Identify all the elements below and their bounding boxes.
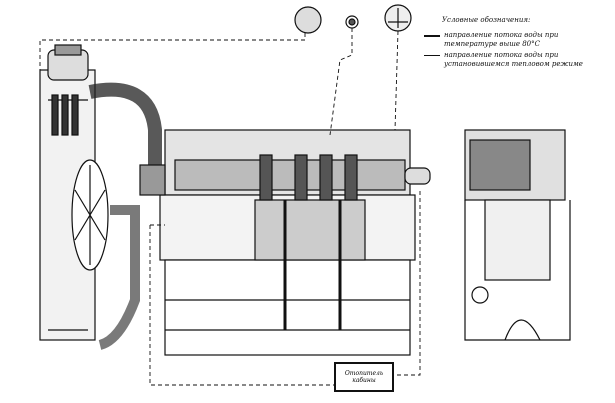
legend-item-label: направление потока воды при установившем… (444, 51, 583, 68)
temperature-gauge (294, 6, 322, 34)
thermostat-gauge (384, 4, 412, 32)
legend-item: направление потока воды при установившем… (422, 51, 612, 69)
legend-title: Условные обозначения: (442, 16, 531, 24)
dashed-connections (39, 28, 421, 386)
legend-item: направление потока воды при температуре … (422, 31, 612, 49)
legend-item-label: направление потока воды при температуре … (444, 31, 559, 48)
legend: Условные обозначения: направление потока… (422, 16, 612, 71)
engine-block-side (139, 129, 431, 356)
solid-arrow-icon (422, 31, 444, 40)
thin-arrow-icon (422, 51, 444, 60)
cab-heater-box: Отопитель кабины (334, 362, 394, 392)
upper-hose (88, 82, 162, 180)
lower-hose (98, 205, 140, 350)
engine-block-section (464, 129, 571, 341)
temperature-sensor (345, 15, 359, 29)
radiator (39, 44, 109, 341)
